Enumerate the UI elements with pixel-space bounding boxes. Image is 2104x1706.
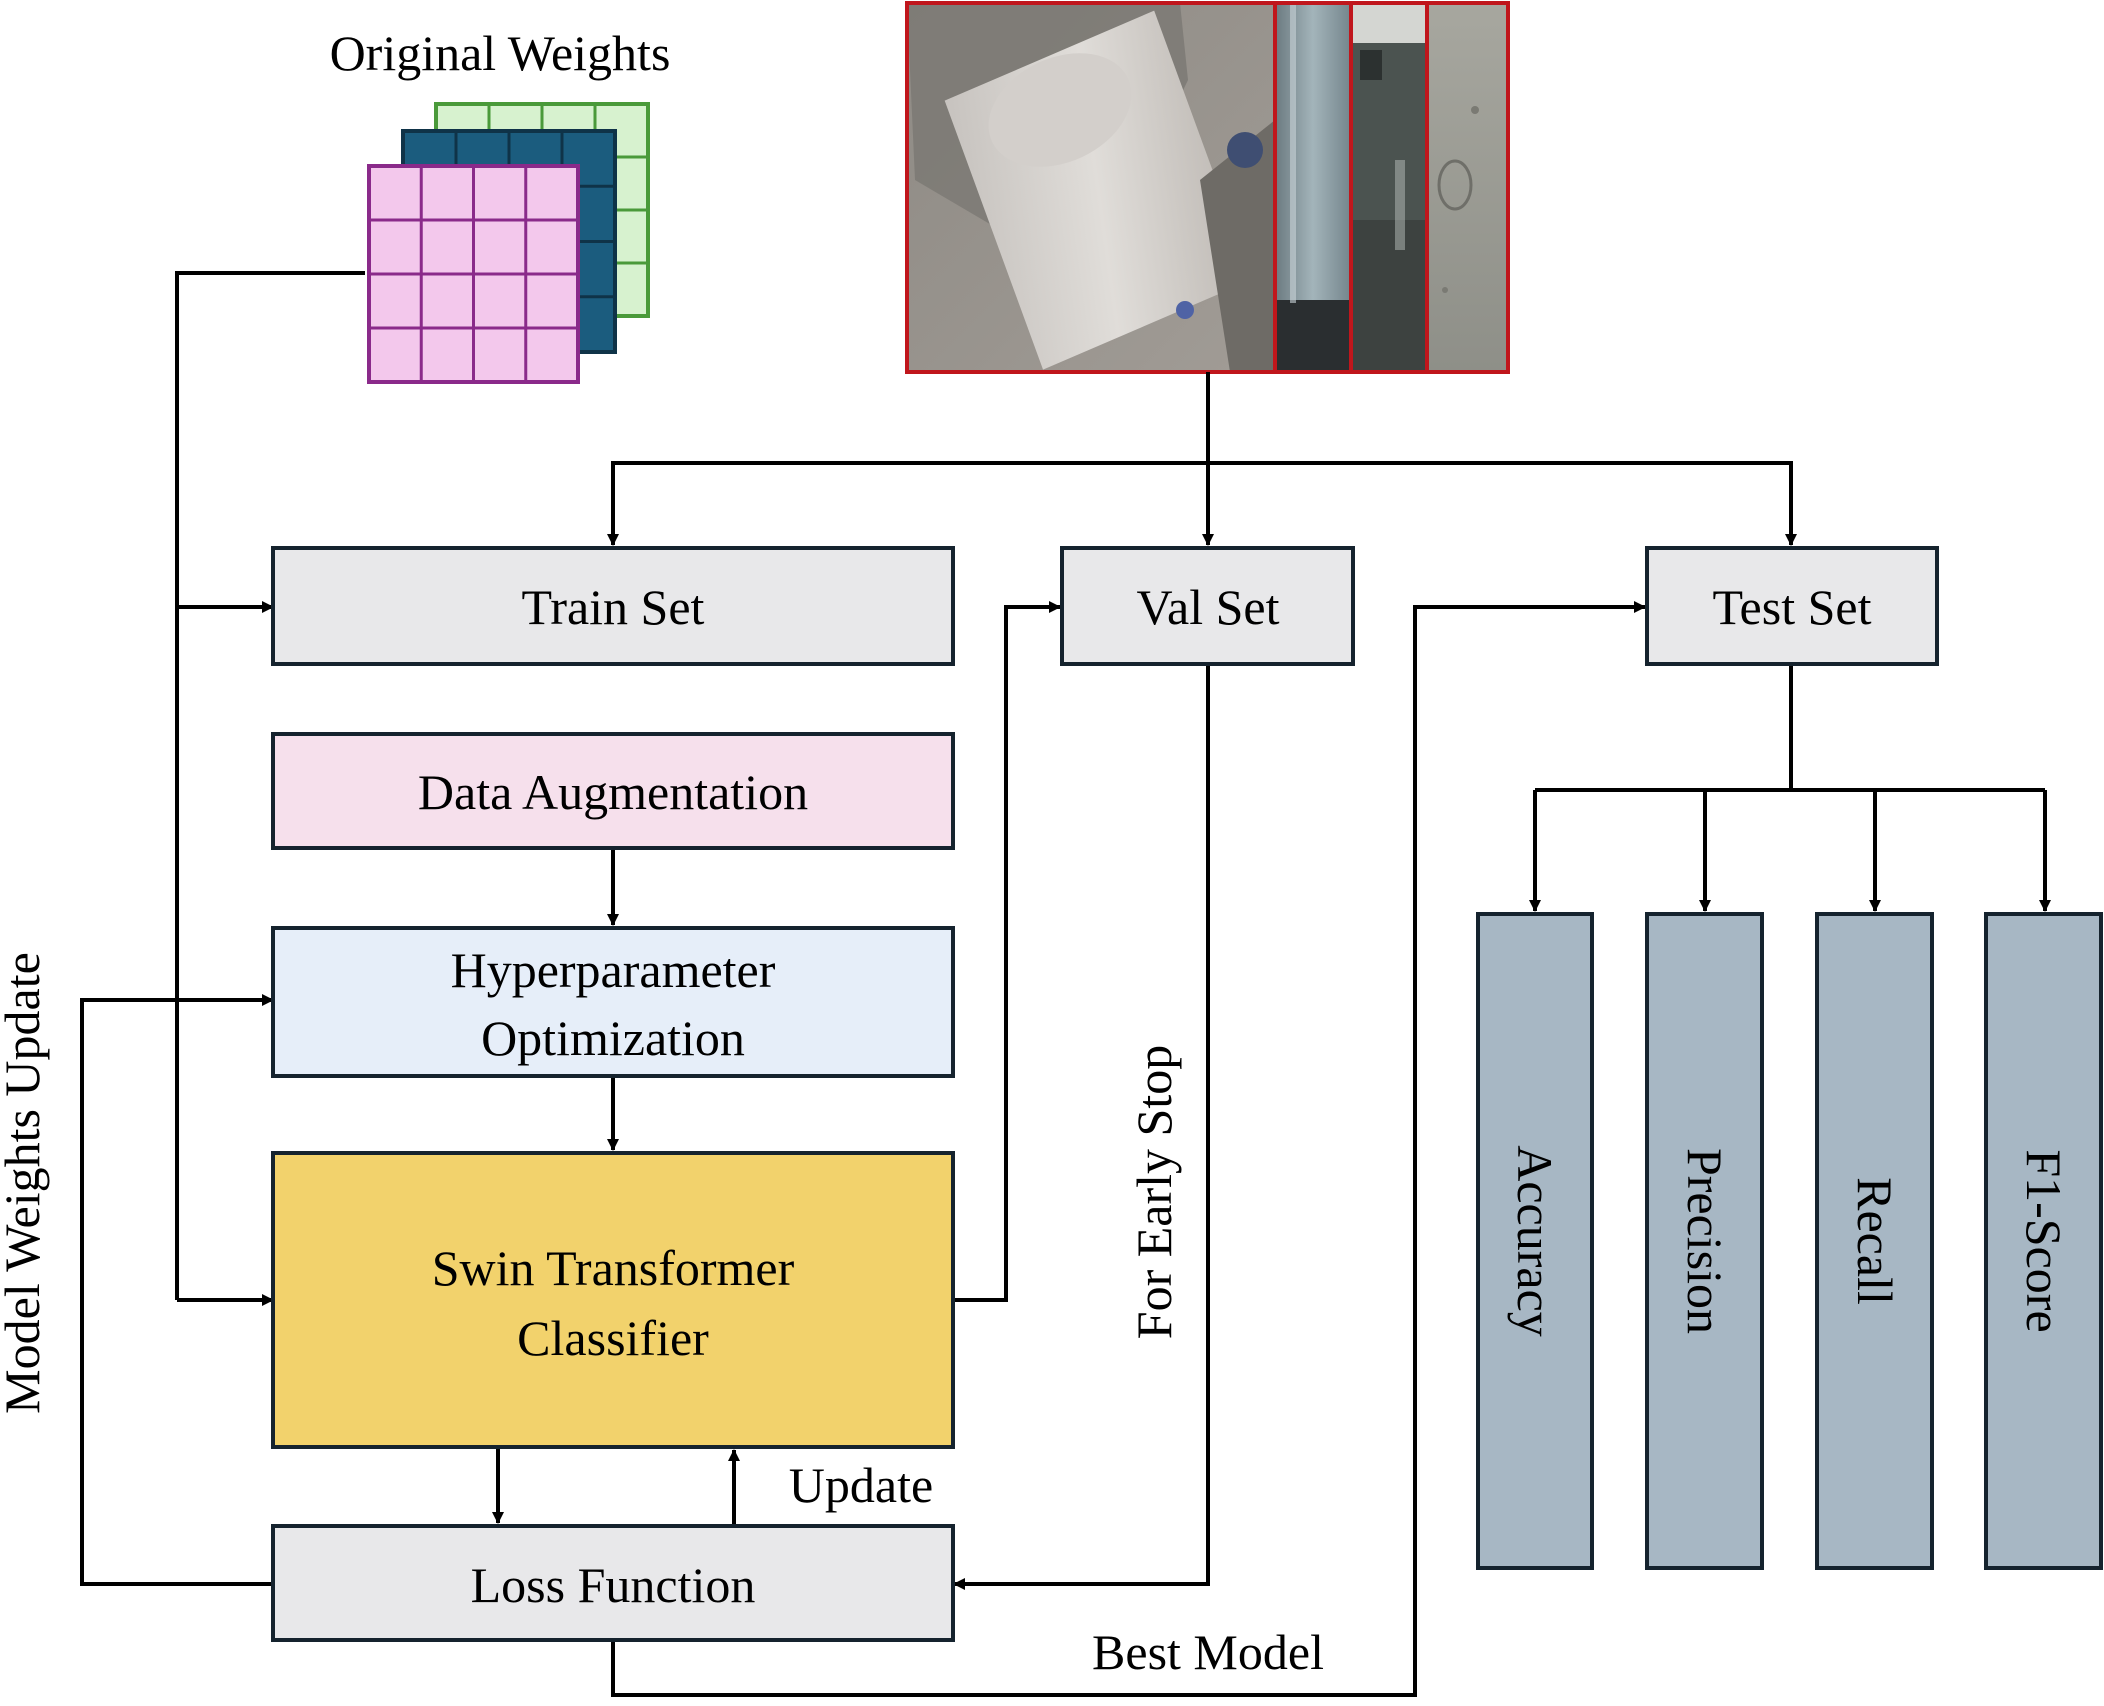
metric-box-precision: Precision — [1645, 912, 1764, 1570]
weights-grid-front — [367, 164, 580, 384]
hyperparameter-label-line2: Optimization — [481, 1010, 745, 1066]
val-set-label: Val Set — [1136, 579, 1279, 635]
data-augmentation-box: Data Augmentation — [271, 732, 955, 850]
classifier-label-line1: Swin Transformer — [432, 1240, 795, 1296]
edge-val-to-loss — [953, 665, 1210, 1590]
dataset-photo-pipe — [907, 3, 1275, 372]
original-weights-label: Original Weights — [330, 25, 671, 81]
val-set-box: Val Set — [1060, 546, 1355, 666]
metric-label-recall: Recall — [1847, 1177, 1903, 1305]
dataset-photo-panel — [1275, 3, 1351, 372]
metric-label-precision: Precision — [1677, 1148, 1733, 1334]
metric-label-f1-score: F1-Score — [2016, 1149, 2072, 1332]
edge-loss-to-test — [611, 601, 1646, 1697]
test-set-box: Test Set — [1645, 546, 1939, 666]
hyperparameter-label-line1: Hyperparameter — [451, 942, 776, 998]
update-label: Update — [789, 1457, 933, 1513]
train-set-box: Train Set — [271, 546, 955, 666]
train-set-label: Train Set — [522, 579, 705, 635]
edge-split-to-train — [607, 461, 1208, 546]
for-early-stop-label: For Early Stop — [1126, 1045, 1182, 1339]
metric-box-accuracy: Accuracy — [1476, 912, 1594, 1570]
loss-function-label: Loss Function — [471, 1557, 756, 1613]
metric-box-recall: Recall — [1815, 912, 1934, 1570]
connectors — [80, 271, 2051, 1697]
weights-stack-icon — [367, 102, 650, 384]
data-augmentation-label: Data Augmentation — [418, 764, 808, 820]
metric-label-accuracy: Accuracy — [1507, 1145, 1563, 1337]
hyperparameter-optimization-box: Hyperparameter Optimization — [271, 926, 955, 1078]
model-weights-update-label: Model Weights Update — [0, 952, 50, 1414]
dataset-photo-concrete — [1427, 3, 1508, 372]
edge-weights-line — [175, 271, 365, 1300]
edge-split-to-test — [1208, 461, 1797, 546]
test-set-label: Test Set — [1713, 579, 1872, 635]
dataset-images — [905, 1, 1510, 374]
classifier-label-line2: Classifier — [517, 1310, 709, 1366]
dataset-photo-shaft — [1351, 3, 1427, 372]
edge-classifier-to-val — [952, 601, 1061, 1302]
metric-box-f1-score: F1-Score — [1984, 912, 2103, 1570]
best-model-label: Best Model — [1092, 1624, 1324, 1680]
edge-loss-to-hyperparameter — [80, 994, 274, 1586]
swin-transformer-classifier-box: Swin Transformer Classifier — [271, 1151, 955, 1449]
loss-function-box: Loss Function — [271, 1524, 955, 1642]
